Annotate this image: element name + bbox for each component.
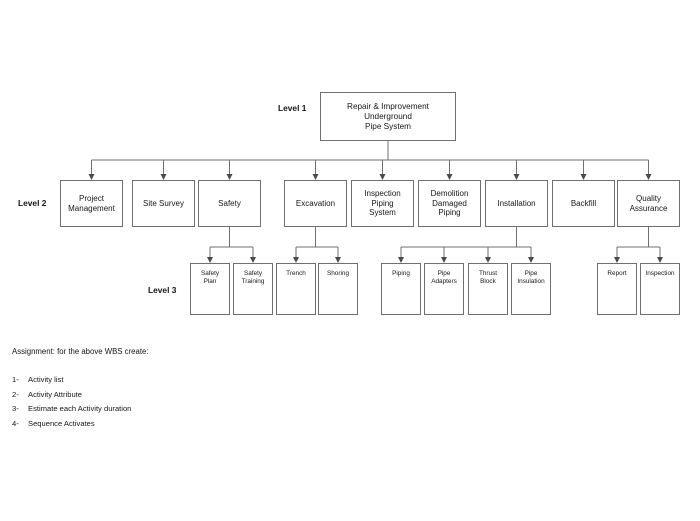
assignment-item-4: 4- Sequence Activates [12, 419, 95, 428]
node-label: Piping [392, 270, 410, 277]
node-label: Safety Plan [200, 270, 220, 285]
wbs-node-safety-plan[interactable]: Safety Plan [190, 263, 230, 315]
node-label: Pipe Adapters [431, 270, 457, 285]
node-label: Installation [497, 198, 536, 208]
assignment-item-text: Estimate each Activity duration [28, 404, 132, 413]
node-label: Quality Assurance [629, 193, 668, 213]
assignment-item-3: 3- Estimate each Activity duration [12, 404, 131, 413]
node-label: Repair & Improvement Underground Pipe Sy… [347, 101, 429, 131]
wbs-node-inspection[interactable]: Inspection [640, 263, 680, 315]
assignment-item-text: Activity Attribute [28, 389, 83, 399]
node-label: Shoring [326, 270, 350, 277]
wbs-node-site-survey[interactable]: Site Survey [132, 180, 195, 227]
wbs-node-shoring[interactable]: Shoring [318, 263, 358, 315]
wbs-node-safety-training[interactable]: Safety Training [233, 263, 273, 315]
node-label: Demolition Damaged Piping [430, 188, 469, 218]
wbs-node-pipe-adapters[interactable]: Pipe Adapters [424, 263, 464, 315]
node-label: Trench [286, 270, 306, 277]
node-label: Thrust Block [478, 270, 498, 285]
level-label-1: Level 1 [278, 103, 307, 113]
assignment-item-number: 3- [12, 404, 19, 413]
assignment-item-number: 2- [12, 389, 19, 399]
assignment-title: Assignment: for the above WBS create: [12, 347, 149, 356]
assignment-item-number: 4- [12, 418, 19, 428]
node-label: Inspection [645, 270, 675, 277]
assignment-item-number: 1- [12, 375, 19, 384]
assignment-item-text: Activity list [28, 375, 64, 384]
wbs-node-report[interactable]: Report [597, 263, 637, 315]
wbs-node-piping[interactable]: Piping [381, 263, 421, 315]
node-label: Site Survey [143, 198, 184, 208]
wbs-node-project-management[interactable]: Project Management [60, 180, 123, 227]
wbs-node-demolition-damaged[interactable]: Demolition Damaged Piping [418, 180, 481, 227]
wbs-node-excavation[interactable]: Excavation [284, 180, 347, 227]
assignment-item-2: 2- Activity Attribute [12, 390, 82, 399]
node-label: Excavation [295, 198, 336, 208]
node-label: Backfill [570, 198, 597, 208]
level-label-3: Level 3 [148, 285, 177, 295]
assignment-item-1: 1- Activity list [12, 375, 63, 384]
node-label: Safety Training [241, 270, 265, 285]
wbs-node-pipe-insulation[interactable]: Pipe Insulation [511, 263, 551, 315]
node-label: Inspection Piping System [364, 188, 401, 218]
node-label: Pipe Insulation [517, 270, 545, 285]
level-label-2: Level 2 [18, 198, 47, 208]
assignment-item-text: Sequence Activates [28, 418, 95, 428]
wbs-node-inspection-piping[interactable]: Inspection Piping System [351, 180, 414, 227]
wbs-node-safety[interactable]: Safety [198, 180, 261, 227]
node-label: Project Management [68, 193, 115, 213]
wbs-node-thrust-block[interactable]: Thrust Block [468, 263, 508, 315]
node-label: Report [607, 270, 627, 277]
node-label: Safety [218, 198, 241, 208]
wbs-node-installation[interactable]: Installation [485, 180, 548, 227]
wbs-node-root[interactable]: Repair & Improvement Underground Pipe Sy… [320, 92, 456, 141]
wbs-node-quality-assurance[interactable]: Quality Assurance [617, 180, 680, 227]
wbs-node-trench[interactable]: Trench [276, 263, 316, 315]
wbs-node-backfill[interactable]: Backfill [552, 180, 615, 227]
